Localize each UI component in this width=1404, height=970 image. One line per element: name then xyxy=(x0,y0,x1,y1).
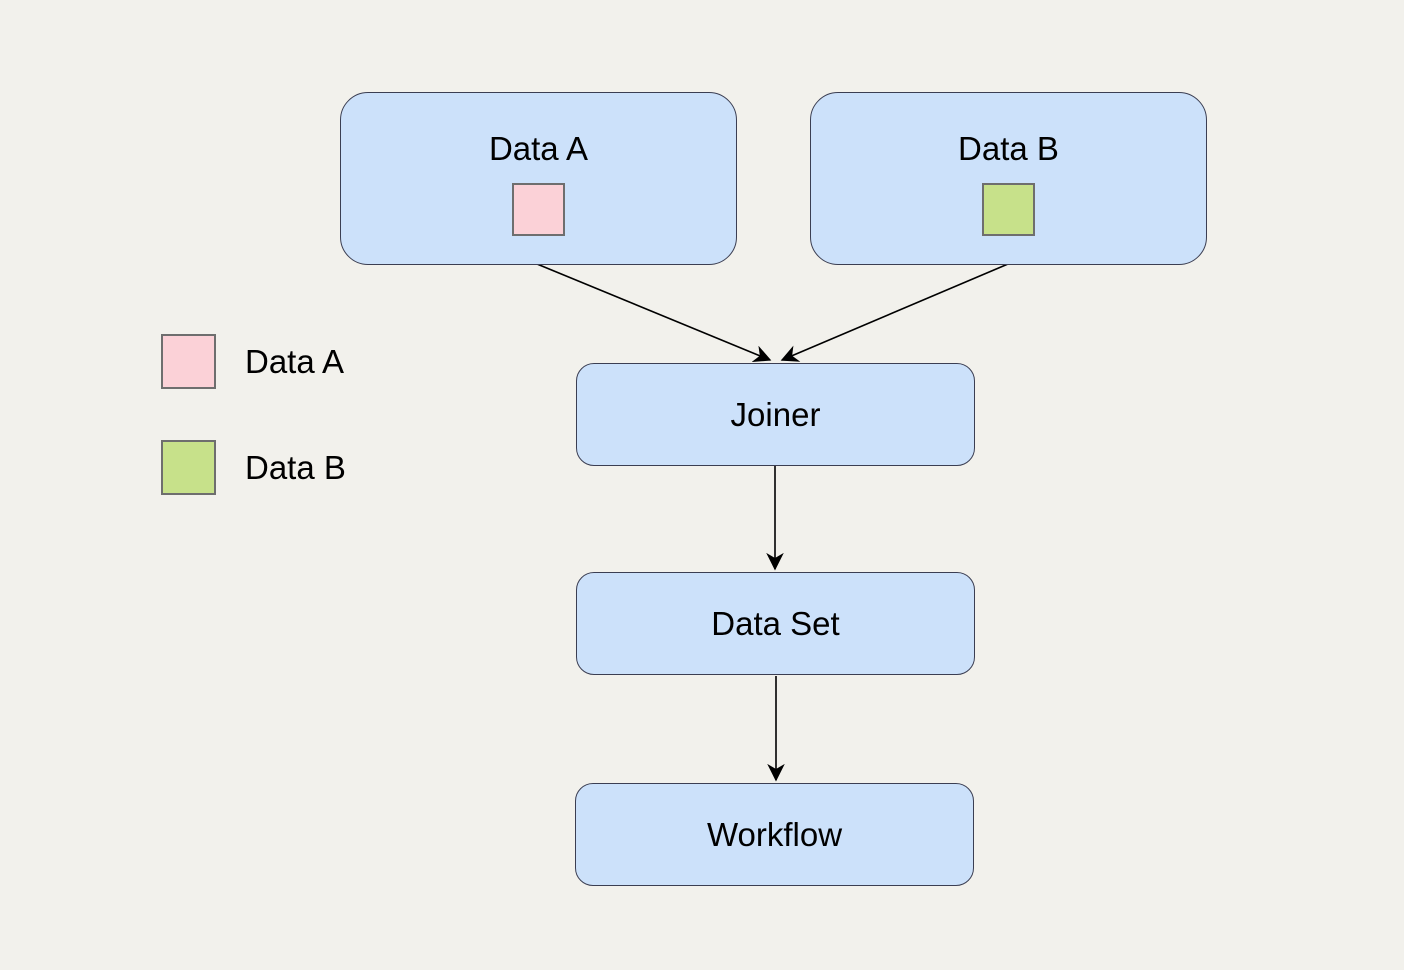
data-a-swatch xyxy=(512,182,565,236)
node-data-set-label: Data Set xyxy=(711,604,840,642)
legend-data-b-label: Data B xyxy=(245,448,346,486)
node-data-b: Data B xyxy=(810,92,1207,265)
node-workflow-label: Workflow xyxy=(706,815,843,853)
node-joiner: Joiner xyxy=(576,363,975,466)
edge-data-a-to-joiner xyxy=(536,263,772,362)
legend-data-b-swatch xyxy=(161,440,216,495)
node-data-b-label: Data B xyxy=(958,130,1059,167)
legend-data-a-swatch xyxy=(161,334,216,389)
edge-data-b-to-joiner xyxy=(780,263,1009,362)
legend-item-data-a: Data A xyxy=(161,334,344,389)
legend-item-data-b: Data B xyxy=(161,440,346,495)
node-data-a: Data A xyxy=(340,92,737,265)
node-workflow: Workflow xyxy=(575,783,974,886)
data-b-swatch xyxy=(982,182,1035,236)
node-data-set: Data Set xyxy=(576,572,975,675)
node-data-a-label: Data A xyxy=(488,130,589,167)
node-joiner-label: Joiner xyxy=(730,395,821,433)
legend-data-a-label: Data A xyxy=(245,342,345,380)
